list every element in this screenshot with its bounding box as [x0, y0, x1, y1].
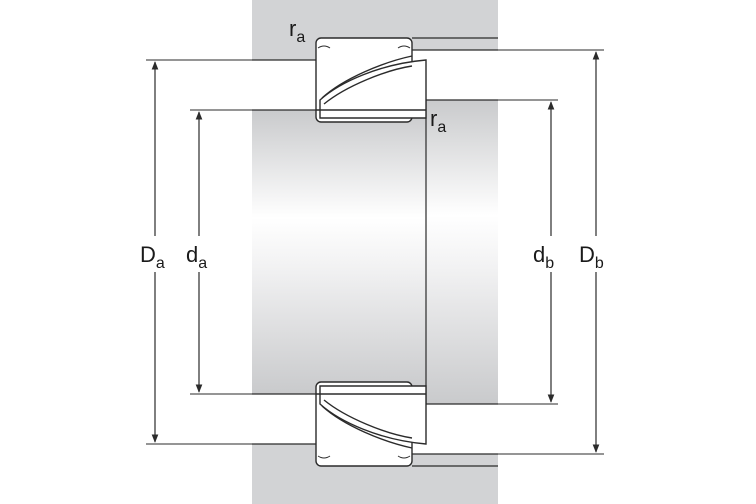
label-da: da: [186, 242, 207, 272]
label-db: db: [533, 242, 554, 272]
housing-gap-top-left: [252, 60, 316, 110]
bearing-section-bottom: [315, 381, 427, 467]
label-Db: Db: [579, 242, 604, 272]
extension-lines: [146, 49, 604, 455]
label-ra-top: ra: [289, 16, 305, 46]
bearing-section-top: [315, 37, 427, 123]
shaft-shoulder: [426, 100, 498, 404]
housing-gap-bottom-left: [252, 394, 316, 444]
label-Da: Da: [140, 242, 165, 272]
label-ra-mid: ra: [430, 106, 446, 136]
